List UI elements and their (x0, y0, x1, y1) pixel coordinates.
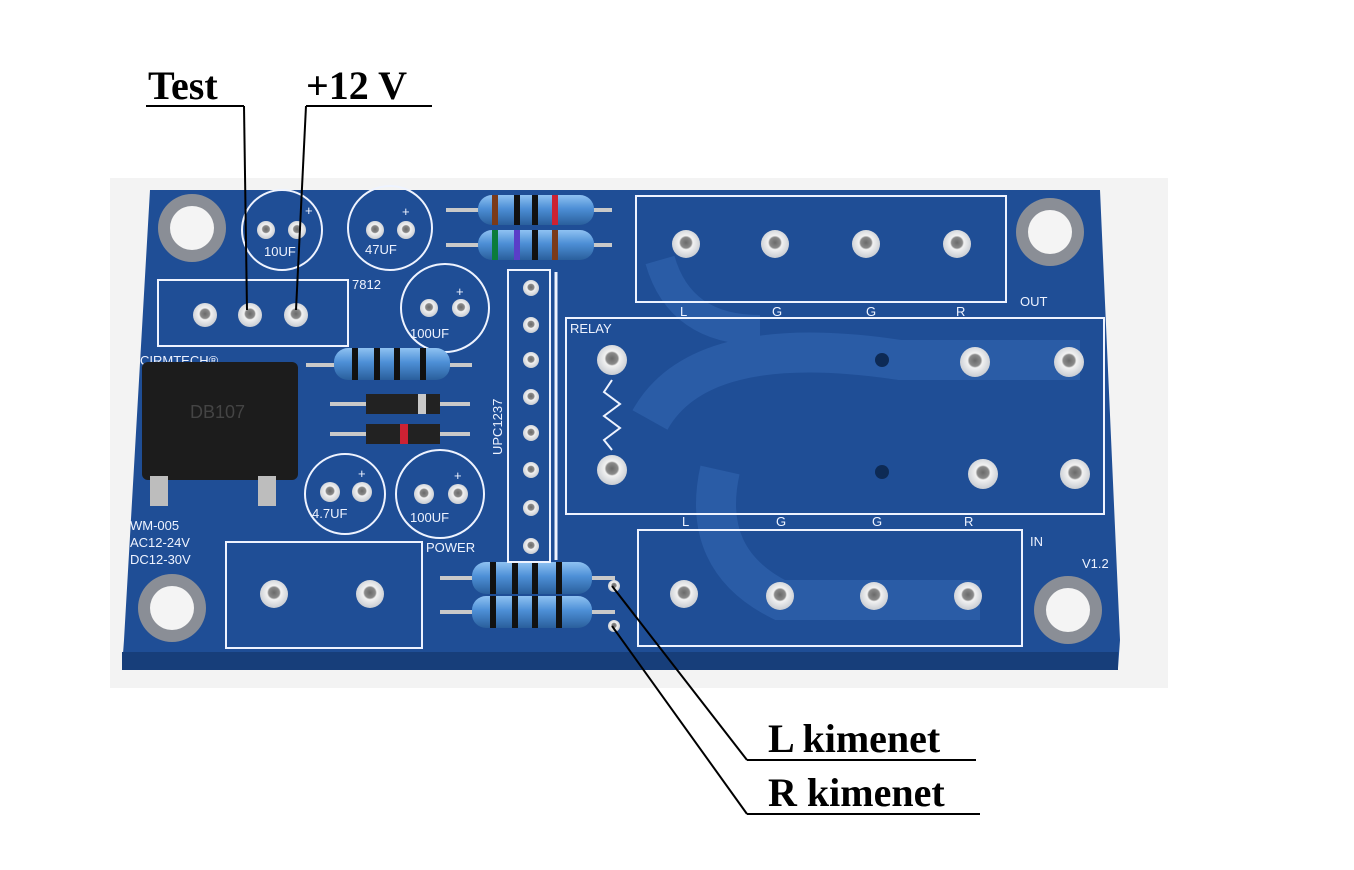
ic-header: UPC1237 (490, 269, 558, 563)
svg-text:7812: 7812 (352, 277, 381, 292)
callout-r-kimenet: R kimenet (611, 625, 980, 815)
callout-test: Test (146, 63, 248, 311)
svg-text:+12 V: +12 V (306, 63, 407, 108)
svg-text:+: + (305, 203, 313, 218)
resistor-bottom-2 (440, 596, 615, 628)
power-label: POWER (426, 540, 475, 555)
svg-text:10UF: 10UF (264, 244, 296, 259)
svg-text:4.7UF: 4.7UF (312, 506, 347, 521)
diode-1 (330, 394, 470, 414)
svg-text:UPC1237: UPC1237 (490, 399, 505, 455)
relay-footprint: RELAY (565, 317, 1105, 515)
capacitor-10uf: 10UF + (241, 189, 323, 271)
svg-text:100UF: 100UF (410, 510, 449, 525)
callout-12v: +12 V (295, 63, 432, 311)
svg-text:V1.2: V1.2 (1082, 556, 1109, 571)
capacitor-100uf-bottom: 100UF + (395, 449, 485, 539)
bridge-rectifier: DB107 WM-005 AC12-24V DC12-30V (130, 362, 298, 567)
svg-text:OUT: OUT (1020, 294, 1048, 309)
svg-text:G: G (776, 514, 786, 529)
svg-text:L kimenet: L kimenet (768, 716, 941, 761)
capacitor-47uf: 47UF + (347, 185, 433, 271)
callout-l-kimenet: L kimenet (611, 585, 976, 761)
resistor-mid (306, 348, 472, 380)
capacitor-4-7uf: 4.7UF + (304, 453, 386, 535)
svg-text:RELAY: RELAY (570, 321, 612, 336)
svg-text:DC12-30V: DC12-30V (130, 552, 191, 567)
resistor-bottom-1 (440, 562, 615, 594)
out-connector: OUT L G G R (635, 195, 1048, 319)
in-connector: IN V1.2 L G G R (637, 514, 1109, 647)
svg-text:47UF: 47UF (365, 242, 397, 257)
svg-text:G: G (866, 304, 876, 319)
svg-text:+: + (358, 466, 366, 481)
svg-text:L: L (680, 304, 687, 319)
svg-text:DB107: DB107 (190, 402, 245, 422)
svg-text:IN: IN (1030, 534, 1043, 549)
resistor-top-1 (446, 195, 612, 225)
svg-text:+: + (456, 284, 464, 299)
diode-2 (330, 424, 470, 444)
svg-text:+: + (454, 468, 462, 483)
svg-text:100UF: 100UF (410, 326, 449, 341)
svg-text:R kimenet: R kimenet (768, 770, 945, 815)
mounting-holes (138, 194, 1102, 644)
svg-text:AC12-24V: AC12-24V (130, 535, 190, 550)
svg-text:+: + (402, 204, 410, 219)
svg-text:G: G (872, 514, 882, 529)
svg-text:G: G (772, 304, 782, 319)
svg-text:WM-005: WM-005 (130, 518, 179, 533)
power-connector (225, 541, 423, 649)
pcb-board (122, 190, 1120, 670)
svg-text:R: R (964, 514, 973, 529)
svg-text:L: L (682, 514, 689, 529)
svg-text:R: R (956, 304, 965, 319)
regulator-7812: 7812 (157, 277, 381, 347)
resistor-top-2 (446, 230, 612, 260)
svg-text:Test: Test (148, 63, 218, 108)
